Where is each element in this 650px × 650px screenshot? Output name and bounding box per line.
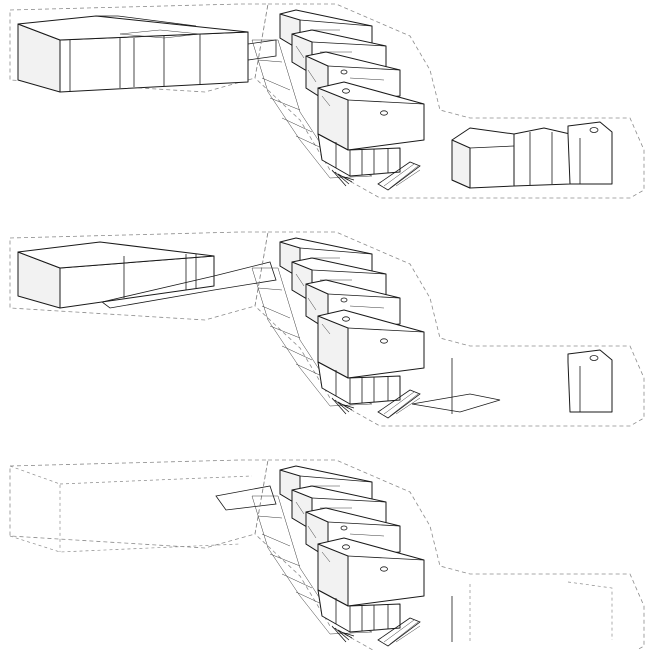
connecting-ramp [247,39,277,61]
hillside-stack [251,459,645,650]
west-envelope [9,459,269,549]
stage-1 [9,3,645,199]
connecting-ramp [101,261,277,309]
east-tower-block [451,121,613,189]
stage-2 [9,231,645,427]
west-block [17,241,215,309]
west-block [17,15,249,93]
east-tower [411,349,613,414]
stage-3 [9,459,645,650]
connecting-ramp [215,485,277,511]
